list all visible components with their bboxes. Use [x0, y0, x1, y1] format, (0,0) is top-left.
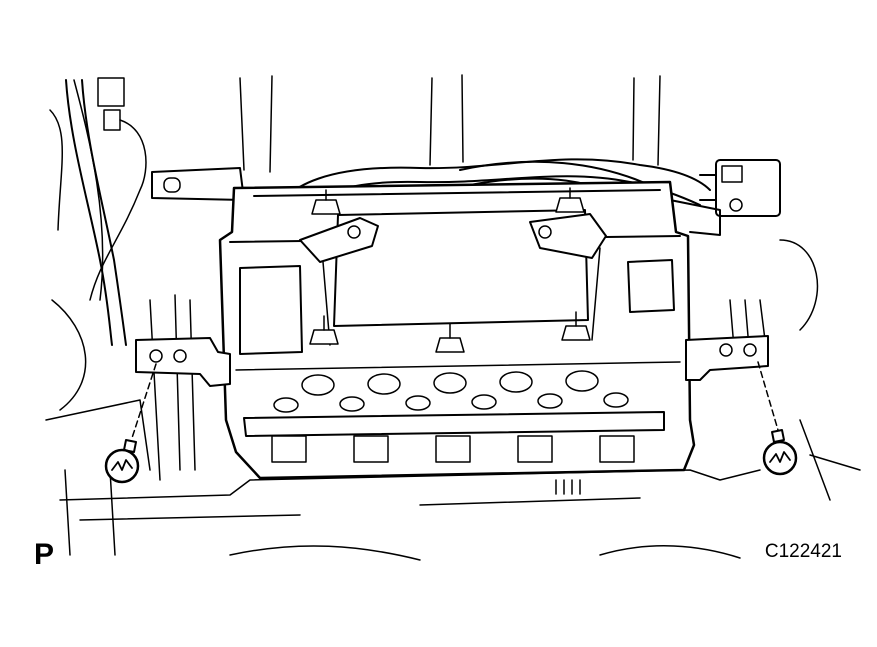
housing-holes [273, 370, 629, 413]
dashboard-background [45, 74, 861, 561]
figure-code: C122421 [764, 541, 842, 562]
right-mounting-bracket [685, 335, 769, 381]
module-nuts [309, 187, 591, 353]
left-mounting-bracket [135, 337, 231, 387]
airbag-module [218, 180, 696, 480]
upper-left-mounting-tab [151, 167, 245, 201]
right-screw [757, 361, 798, 476]
upper-right-connector [669, 159, 781, 236]
view-letter: P [34, 538, 55, 571]
left-wire-harness [65, 77, 147, 346]
bottom-clip-strip [243, 411, 665, 495]
left-screw [104, 363, 157, 484]
